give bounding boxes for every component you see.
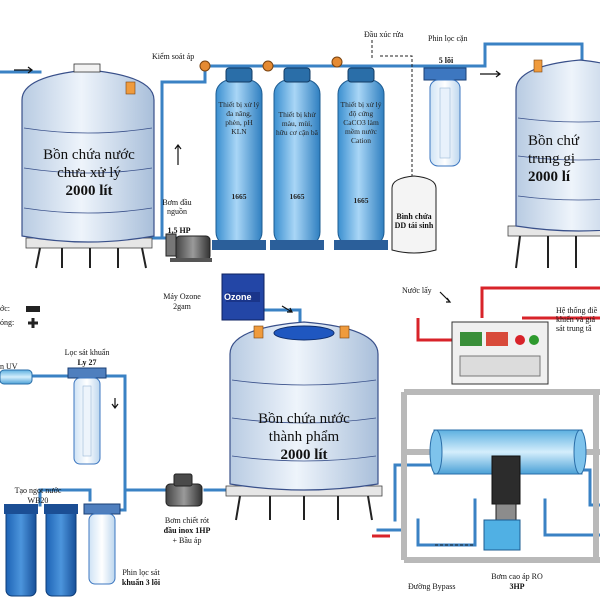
legend-label-a: ớc: [0,304,11,313]
taste-filter-model: WB20 [27,496,49,505]
bacteria-filter-ly27 [67,367,107,465]
bacteria-filter-bottom-label: Phin lọc sát [122,568,160,577]
legend [26,306,40,328]
source-pump-label: Bơm đầu nguồn [162,198,192,216]
brine-tank [391,175,437,254]
treatment-columns [212,67,388,250]
bypass-label: Đường Bypass [408,582,456,591]
pipe-filter-link [38,488,92,507]
source-pump [165,233,212,262]
tank-product [225,321,383,521]
tank-intermediate-line2: trung gi [528,151,576,167]
fill-pump-label: Bơm chiết rót [164,516,210,525]
fill-pump-detail2: + Bầu áp [172,536,202,545]
ozone-machine-label: Máy Ozone [163,292,201,301]
ro-pump-hp: 3HP [509,582,525,591]
bacteria-filter-size: Ly 27 [77,358,97,367]
brine-tank-label: Bình chứa DD tái sinh [394,212,434,230]
tank-intermediate [507,59,600,269]
tank-intermediate-capacity: 2000 lí [528,169,571,185]
ozone-capacity-label: 2gam [173,302,191,311]
red-pipe-top [480,286,600,318]
arrow-right [480,70,501,78]
control-panel [451,321,549,385]
gauge-icon [199,60,211,72]
red-pipes [372,286,600,538]
tank-untreated-capacity: 2000 lít [65,183,113,199]
ozone-unit-label: Ozone [224,292,252,302]
control-system-label: Hệ thống điề khiển và giá sát trung tâ [556,306,598,333]
bacteria-filter-bottom-size: khuẩn 3 lõi [121,578,161,587]
column-3 [334,67,388,250]
bacteria-filter-label: Lọc sát khuẩn [64,348,110,357]
arrow-waste [439,291,452,303]
tank-untreated-line2: chưa xử lý [57,165,121,181]
tank-product-line1: Bồn chứa nước [258,411,350,427]
column-1-model: 1665 [231,192,247,201]
column-3-label: Thiết bị xử lý độ cứng CaCO3 làm mềm nướ… [340,100,382,145]
taste-filters [4,504,78,597]
column-1-label: Thiết bị xử lý đa năng, phèn, pH KLN [218,100,260,136]
column-2-model: 1665 [289,192,305,201]
tank-untreated-line1: Bồn chứa nước [43,147,135,163]
tank-intermediate-line1: Bồn chứ [528,133,580,149]
tank-product-line2: thành phẩm [268,429,340,445]
arrow-inlet [14,66,33,74]
arrow-ozone [281,305,293,313]
dash-brine [380,55,413,182]
source-pump-hp: 1,5 HP [167,226,191,235]
tank-untreated [21,63,155,269]
fill-pump [165,473,203,507]
gauge-icon [331,56,343,68]
ro-pump-label: Bơm cao áp RO [491,572,543,581]
tank-product-capacity: 2000 lít [280,447,328,463]
red-pipe-left [416,318,455,342]
column-2-label: Thiết bị khử màu, mùi, hữu cơ cặn bã [276,110,318,137]
column-2 [270,67,324,250]
sediment-filter-size: 5 lõi [438,56,454,65]
flow-arrows [14,66,501,409]
ro-frame [401,389,600,563]
sediment-filter-label: Phin lọc cặn [428,34,468,43]
pipe-to-intermediate [458,42,584,68]
column-1 [212,67,266,250]
fill-pump-detail: đầu inox 1HP [163,526,211,535]
waste-water-label: Nước lấy [402,286,432,295]
ozone-unit [221,273,265,321]
pressure-gauge-label: Kiểm soát áp [152,52,195,61]
sediment-filter-top [423,67,467,167]
legend-label-b: óng: [0,318,15,327]
bacteria-filter-bottom [83,503,121,585]
uv-label: n UV [0,362,18,371]
gauge-icon [262,60,274,72]
arrow-up [174,144,182,165]
arrow-filter [111,398,119,409]
column-3-model: 1665 [353,196,369,205]
uv-lamp [0,369,33,385]
dashed-lines [371,40,475,546]
taste-filter-label: Tạo ngọt nước [14,486,62,495]
salt-valve-label: Đầu xúc rửa [364,30,404,39]
